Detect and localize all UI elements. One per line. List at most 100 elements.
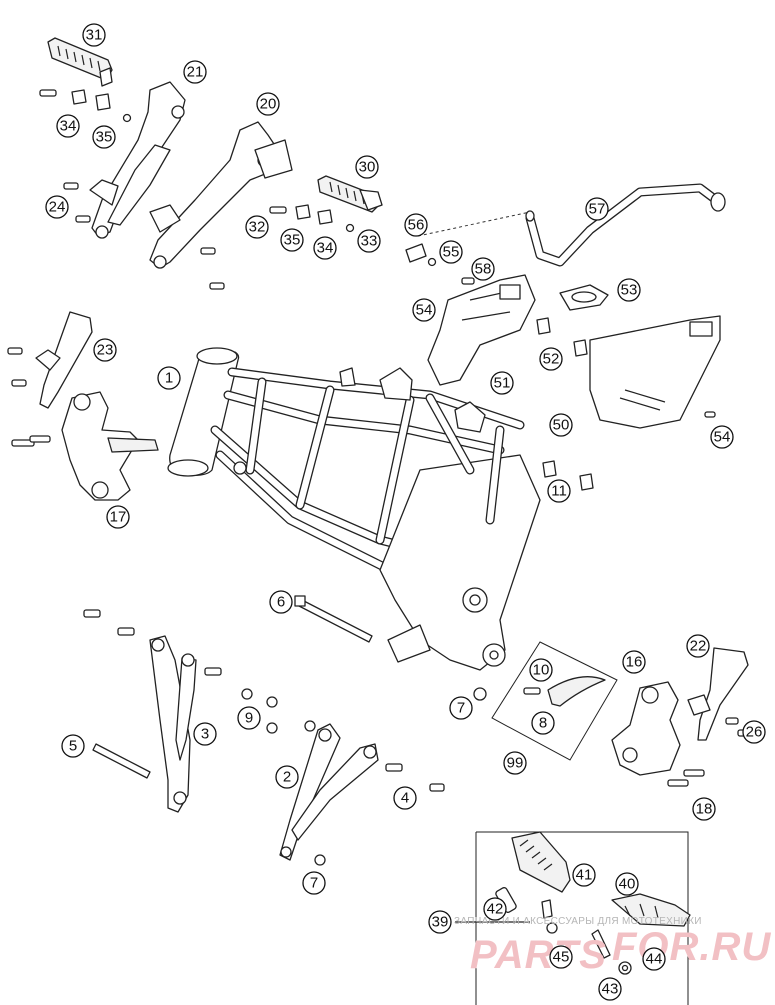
callout-56: 56	[404, 213, 428, 237]
svg-text:54: 54	[416, 302, 433, 319]
right-footpeg-assembly	[149, 121, 383, 290]
svg-text:26: 26	[746, 724, 763, 741]
footpeg-kit-box	[455, 831, 691, 1005]
callout-33: 33	[357, 229, 381, 253]
callout-2: 2	[275, 765, 299, 789]
svg-text:31: 31	[86, 27, 103, 44]
left-brake-bracket	[7, 311, 159, 501]
svg-text:56: 56	[408, 217, 425, 234]
callout-45: 45	[549, 945, 573, 969]
callout-22: 22	[686, 634, 710, 658]
callout-5: 5	[61, 734, 85, 758]
svg-text:7: 7	[457, 700, 465, 717]
callout-7: 7	[449, 696, 473, 720]
svg-text:51: 51	[494, 375, 511, 392]
svg-text:33: 33	[361, 233, 378, 250]
kit-99-box	[491, 641, 618, 761]
svg-text:41: 41	[576, 867, 593, 884]
svg-text:20: 20	[260, 96, 277, 113]
watermark-tagline: ЗАПЧАСТИ И АКСЕССУАРЫ ДЛЯ МОТОТЕХНИКИ	[454, 916, 702, 927]
svg-text:10: 10	[533, 662, 550, 679]
svg-text:57: 57	[589, 201, 606, 218]
watermark-brand-right: FOR.RU	[612, 925, 771, 969]
svg-text:50: 50	[553, 417, 570, 434]
callout-1: 1	[157, 366, 181, 390]
svg-text:39: 39	[432, 914, 449, 931]
svg-text:11: 11	[551, 483, 567, 500]
svg-text:6: 6	[277, 594, 285, 611]
callout-44: 44	[642, 947, 666, 971]
callouts: 31 21 20 34 35 24 30 32 35 34 33 56 55 5…	[45, 23, 766, 1001]
callout-34b: 34	[313, 236, 337, 260]
svg-text:2: 2	[283, 769, 291, 786]
callout-57: 57	[585, 197, 609, 221]
svg-text:32: 32	[249, 219, 266, 236]
callout-54: 54	[412, 298, 436, 322]
callout-7b: 7	[302, 871, 326, 895]
svg-text:4: 4	[401, 790, 409, 807]
callout-21: 21	[183, 60, 207, 84]
left-footpeg-assembly	[39, 37, 186, 239]
svg-text:52: 52	[543, 351, 560, 368]
svg-text:5: 5	[69, 738, 77, 755]
svg-text:45: 45	[553, 949, 570, 966]
svg-text:53: 53	[621, 282, 638, 299]
callout-58: 58	[471, 257, 495, 281]
callout-54b: 54	[710, 425, 734, 449]
long-bolt-6	[294, 595, 373, 643]
side-bracket-2	[279, 687, 487, 866]
callout-50: 50	[549, 413, 573, 437]
callout-34: 34	[56, 114, 80, 138]
callout-20: 20	[256, 92, 280, 116]
callout-52: 52	[539, 347, 563, 371]
callout-8: 8	[531, 711, 555, 735]
svg-text:23: 23	[97, 342, 114, 359]
svg-text:54: 54	[714, 429, 731, 446]
svg-text:35: 35	[96, 129, 113, 146]
watermark: ЗАПЧАСТИ И АКСЕССУАРЫ ДЛЯ МОТОТЕХНИКИ PA…	[454, 916, 771, 977]
svg-text:43: 43	[602, 981, 619, 998]
svg-text:21: 21	[187, 64, 204, 81]
svg-text:40: 40	[619, 876, 636, 893]
callout-10: 10	[529, 658, 553, 682]
callout-40: 40	[615, 872, 639, 896]
callout-30: 30	[355, 155, 379, 179]
callout-24: 24	[45, 195, 69, 219]
callout-51: 51	[490, 371, 514, 395]
svg-text:58: 58	[475, 261, 492, 278]
callout-18: 18	[692, 797, 716, 821]
svg-text:22: 22	[690, 638, 707, 655]
svg-text:16: 16	[626, 654, 643, 671]
callout-35: 35	[92, 125, 116, 149]
watermark-brand-left: PARTS	[470, 933, 607, 977]
airbox-parts	[427, 274, 721, 491]
side-bracket-3	[83, 609, 278, 813]
callout-3: 3	[193, 722, 217, 746]
svg-text:35: 35	[284, 232, 301, 249]
callout-9: 9	[237, 706, 261, 730]
callout-39: 39	[428, 910, 452, 934]
main-frame	[167, 347, 541, 671]
right-brake-bracket	[611, 647, 751, 787]
callout-26: 26	[742, 720, 766, 744]
svg-text:99: 99	[507, 755, 524, 772]
svg-text:44: 44	[646, 951, 663, 968]
callout-4: 4	[393, 786, 417, 810]
svg-text:1: 1	[165, 370, 173, 387]
svg-text:34: 34	[60, 118, 77, 135]
svg-text:18: 18	[696, 801, 713, 818]
callout-43: 43	[598, 977, 622, 1001]
svg-text:30: 30	[359, 159, 376, 176]
callout-32: 32	[245, 215, 269, 239]
callout-23: 23	[93, 338, 117, 362]
callout-42: 42	[483, 897, 507, 921]
svg-text:55: 55	[443, 244, 460, 261]
callout-99: 99	[503, 751, 527, 775]
subframe-tube	[405, 183, 726, 285]
callout-6: 6	[269, 590, 293, 614]
svg-text:3: 3	[201, 726, 209, 743]
callout-55: 55	[439, 240, 463, 264]
callout-41: 41	[572, 863, 596, 887]
callout-35b: 35	[280, 228, 304, 252]
